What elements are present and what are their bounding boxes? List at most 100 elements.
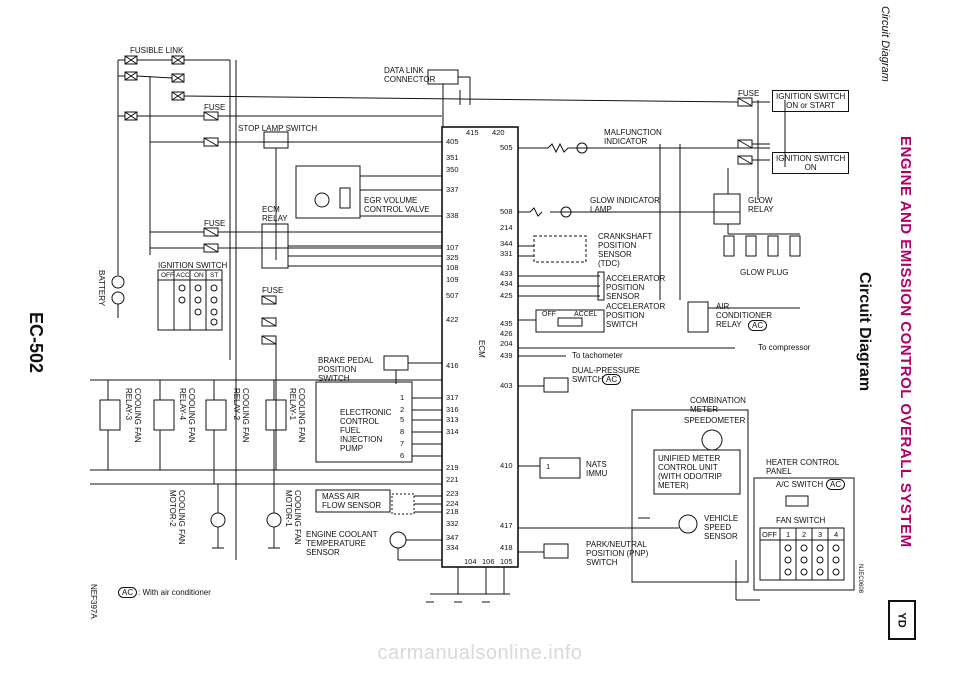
fan-motor-2-symbol xyxy=(210,512,226,528)
ecm-pin-108: 108 xyxy=(446,263,459,272)
ecm-pin-224: 224 xyxy=(446,499,459,508)
ecm-pin-425: 425 xyxy=(500,291,513,300)
efip-pin-2: 2 xyxy=(400,405,405,414)
efip-pin-7: 7 xyxy=(400,439,405,448)
ecm-pin-223: 223 xyxy=(446,489,459,498)
vss-label: VEHICLE SPEED SENSOR xyxy=(704,514,739,541)
fan-pos-2: 2 xyxy=(802,530,807,539)
fuse-label-1: FUSE xyxy=(204,103,226,112)
fan-pos-4: 4 xyxy=(834,530,839,539)
ecm-pin-218: 218 xyxy=(446,507,459,516)
ecm-box xyxy=(441,126,519,568)
to-compressor-label: To compressor xyxy=(758,343,811,352)
heater-panel-label: HEATER CONTROL PANEL xyxy=(766,458,840,476)
glow-plug-label: GLOW PLUG xyxy=(740,268,789,277)
ecm-pin-344: 344 xyxy=(500,239,513,248)
ac-relay-label: AIR CONDITIONER RELAY xyxy=(716,302,772,329)
combination-meter-label: COMBINATION METER xyxy=(690,396,746,414)
ac-relay-badge: AC xyxy=(748,320,768,331)
fan-relay-2-label: COOLING FAN RELAY-2 xyxy=(232,388,250,443)
egr-label: EGR VOLUME CONTROL VALVE xyxy=(364,196,430,214)
ecm-label: ECM xyxy=(477,340,486,358)
ign-on-start-label: IGNITION SWITCH ON or START xyxy=(772,90,850,112)
ecm-pin-417: 417 xyxy=(500,521,513,530)
malfunction-indicator-label: MALFUNCTION INDICATOR xyxy=(604,128,662,146)
ecm-pin-313: 313 xyxy=(446,415,459,424)
dlc-label: DATA LINK CONNECTOR xyxy=(384,66,436,84)
ecm-pin-505: 505 xyxy=(500,143,513,152)
figure-id: NEF397A xyxy=(89,584,98,619)
ecm-pin-433: 433 xyxy=(500,269,513,278)
ecm-pin-434: 434 xyxy=(500,279,513,288)
fuse-label-2: FUSE xyxy=(204,219,226,228)
fan-relay-4-label: COOLING FAN RELAY-4 xyxy=(178,388,196,443)
ign-pos-acc: ACC xyxy=(176,272,190,279)
ign-on-label: IGNITION SWITCH ON xyxy=(772,152,850,174)
ac-legend-badge: AC xyxy=(118,587,138,598)
ecm-pin-105: 105 xyxy=(500,557,513,566)
ac-legend-text: : With air conditioner xyxy=(138,588,211,597)
diagram-title: Circuit Diagram xyxy=(856,272,873,392)
aps-accel: ACCEL xyxy=(574,311,598,318)
ecm-pin-426: 426 xyxy=(500,329,513,338)
ecm-pin-410: 410 xyxy=(500,461,513,470)
ecm-pin-314: 314 xyxy=(446,427,459,436)
aps-label: ACCELERATOR POSITION SWITCH xyxy=(606,302,666,329)
ecm-pin-350: 350 xyxy=(446,165,459,174)
ecm-pin-347: 347 xyxy=(446,533,459,542)
ecm-pin-337: 337 xyxy=(446,185,459,194)
vss-symbol xyxy=(678,514,698,534)
ect-symbol xyxy=(389,531,407,549)
ecm-pin-107: 107 xyxy=(446,243,459,252)
ign-pos-st: ST xyxy=(210,272,219,279)
ecm-pin-420: 420 xyxy=(492,128,505,137)
ecm-pin-507: 507 xyxy=(446,291,459,300)
ecm-pin-416: 416 xyxy=(446,361,459,370)
ecm-pin-221: 221 xyxy=(446,475,459,484)
fan-switch-label: FAN SWITCH xyxy=(776,516,826,525)
page-number: EC-502 xyxy=(26,312,46,374)
ecm-pin-418: 418 xyxy=(500,543,513,552)
ac-switch-label: A/C SWITCH xyxy=(776,480,824,489)
ecm-pin-338: 338 xyxy=(446,211,459,220)
ecm-pin-403: 403 xyxy=(500,381,513,390)
fan-motor-2-label: COOLING FAN MOTOR-2 xyxy=(168,490,186,545)
nats-label: NATS IMMU xyxy=(586,460,608,478)
ecm-pin-316: 316 xyxy=(446,405,459,414)
watermark: carmanualsonline.info xyxy=(377,642,583,664)
ecm-pin-405: 405 xyxy=(446,137,459,146)
malfunction-indicator-lamp xyxy=(576,142,588,154)
glow-indicator-label: GLOW INDICATOR LAMP xyxy=(590,196,660,214)
speedometer-gauge xyxy=(701,429,723,451)
ecm-pin-435: 435 xyxy=(500,319,513,328)
brake-pedal-label: BRAKE PEDAL POSITION SWITCH xyxy=(318,356,374,383)
fuse-label-3: FUSE xyxy=(262,286,284,295)
engine-code-badge: YD xyxy=(888,600,916,640)
page-title: ENGINE AND EMISSION CONTROL OVERALL SYST… xyxy=(897,136,914,548)
maf-label: MASS AIR FLOW SENSOR xyxy=(322,492,382,510)
ecm-relay-label: ECM RELAY xyxy=(262,205,288,223)
ecm-pin-104: 104 xyxy=(464,557,477,566)
battery-label: BATTERY xyxy=(97,270,106,307)
ecm-pin-219: 219 xyxy=(446,463,459,472)
fuse-label-4: FUSE xyxy=(738,89,760,98)
ecm-pin-351: 351 xyxy=(446,153,459,162)
glow-indicator-lamp xyxy=(560,206,572,218)
nats-pin-1: 1 xyxy=(546,462,551,471)
ecm-pin-332: 332 xyxy=(446,519,459,528)
stop-lamp-switch-label: STOP LAMP SWITCH xyxy=(238,124,318,133)
ect-label: ENGINE COOLANT TEMPERATURE SENSOR xyxy=(306,530,378,557)
glow-relay-label: GLOW RELAY xyxy=(748,196,774,214)
dual-pressure-badge: AC xyxy=(602,374,622,385)
fusible-link-label: FUSIBLE LINK xyxy=(130,46,184,55)
efip-pin-8: 8 xyxy=(400,427,405,436)
fan-relay-1-label: COOLING FAN RELAY-1 xyxy=(288,388,306,443)
efip-pin-6: 6 xyxy=(400,451,405,460)
aps-off: OFF xyxy=(542,311,556,318)
ecm-pin-415: 415 xyxy=(466,128,479,137)
fan-pos-1: 1 xyxy=(786,530,791,539)
pnp-label: PARK/NEUTRAL POSITION (PNP) SWITCH xyxy=(586,540,649,567)
dual-pressure-label: DUAL-PRESSURE SWITCH xyxy=(572,366,641,384)
